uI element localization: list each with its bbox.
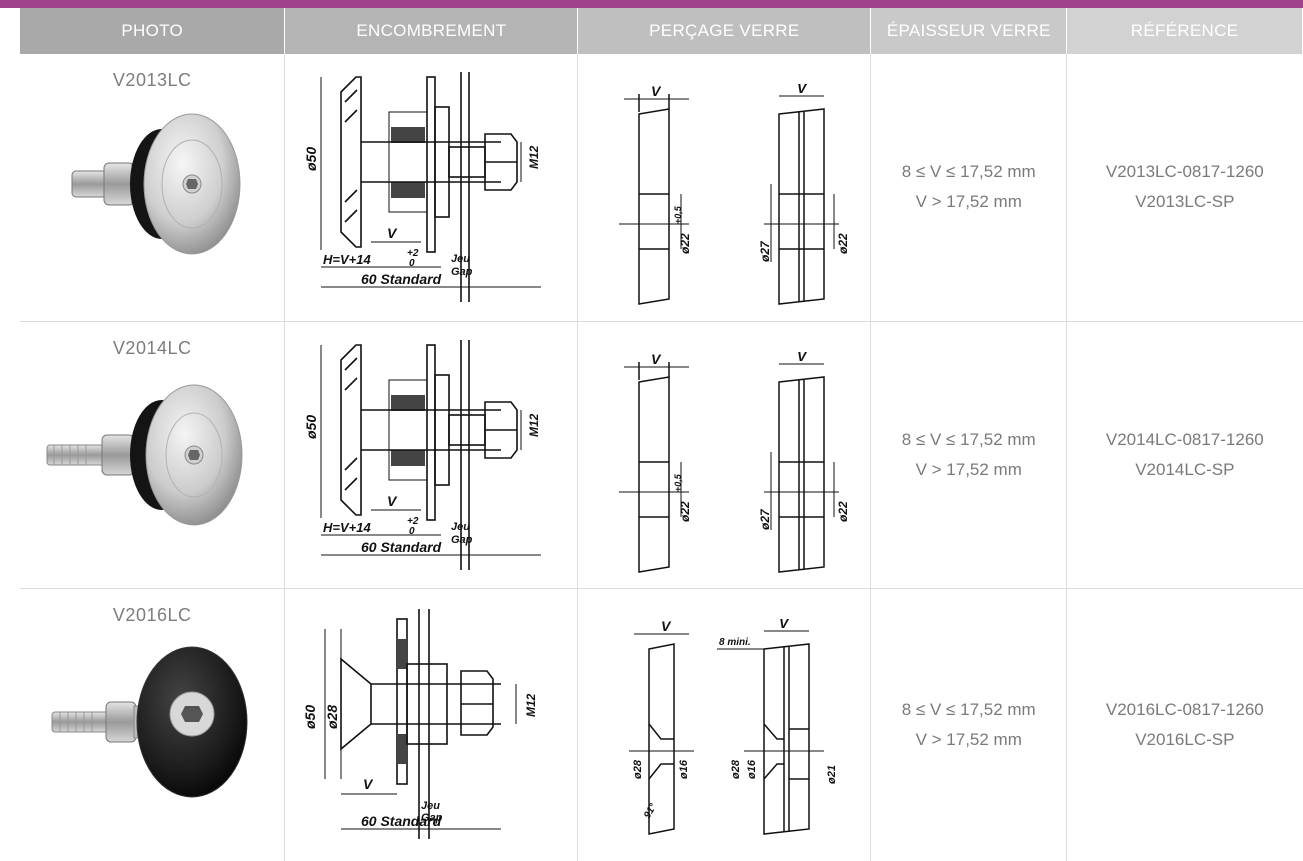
dim-h: H=V+14 <box>323 520 371 535</box>
thickness-over: V > 17,52 mm <box>915 192 1022 212</box>
reference-cell: V2014LC-0817-1260 V2014LC-SP <box>1066 321 1303 589</box>
thickness-range: 8 ≤ V ≤ 17,52 mm <box>901 162 1036 182</box>
drill-v: V <box>661 619 672 634</box>
drill-c: ø28 <box>730 759 742 779</box>
dim-thread: M12 <box>527 145 541 169</box>
thickness-cell: 8 ≤ V ≤ 17,52 mm V > 17,52 mm <box>870 588 1068 861</box>
header-row: PHOTO ENCOMBREMENT PERÇAGE VERRE ÉPAISSE… <box>20 8 1303 54</box>
drilling-drawing: V V ø22 +0,5 ø27 ø22 <box>619 84 850 305</box>
drill-v: V <box>651 84 662 99</box>
model-name: V2013LC <box>112 70 192 90</box>
drill-d3: ø22 <box>836 500 850 521</box>
product-photo <box>71 113 241 255</box>
drill-v-laminated: V <box>779 619 790 631</box>
reference-cell: V2016LC-0817-1260 V2016LC-SP <box>1067 588 1303 861</box>
percage-cell: V V ø22 +0,5 ø27 ø22 <box>577 54 872 322</box>
dim-v: V <box>363 776 374 792</box>
percage-cell: V V 8 mini. ø28 ø16 ø28 ø16 ø21 91° <box>577 588 872 861</box>
dim-tolerance-zero: 0 <box>409 526 415 537</box>
drill-d: ø16 <box>746 759 758 779</box>
reference-code: V2014LC-0817-1260 <box>1105 429 1264 449</box>
dim-diameter: ø50 <box>302 704 318 728</box>
product-photo <box>51 646 248 797</box>
left-margin <box>0 8 20 861</box>
drill-angle: 91° <box>642 801 660 820</box>
model-name: V2014LC <box>112 337 192 358</box>
reference-code-sp: V2014LC-SP <box>1135 459 1235 479</box>
dim-v: V <box>387 225 398 241</box>
reference-code-sp: V2016LC-SP <box>1135 729 1235 749</box>
photo-cell: V2013LC <box>20 54 286 322</box>
photo-cell: V2014LC <box>20 321 286 589</box>
drill-v-laminated: V <box>797 84 808 96</box>
drill-d2: ø27 <box>758 240 772 262</box>
drill-mini: 8 mini. <box>719 637 751 648</box>
dim-tolerance-zero: 0 <box>409 258 415 269</box>
table-row: V2014LC <box>20 321 1303 589</box>
dim-diameter: ø50 <box>303 147 319 171</box>
drill-tol-plus: +0,5 <box>673 473 683 492</box>
thickness-range: 8 ≤ V ≤ 17,52 mm <box>901 429 1036 449</box>
dim-gap: Gap <box>421 812 443 824</box>
dim-diameter-head: ø28 <box>324 704 340 728</box>
header-encombrement: ENCOMBREMENT <box>284 8 579 54</box>
drill-d2: ø27 <box>758 507 772 529</box>
drill-a: ø28 <box>632 759 644 779</box>
dimension-drawing: ø50 V H=V+14 +2 0 Jeu Gap 60 Standard M1… <box>303 339 542 570</box>
dim-tolerance: +2 <box>407 516 419 527</box>
dim-gap: Gap <box>451 534 473 546</box>
dim-standard: 60 Standard <box>361 539 442 555</box>
header-percage-verre: PERÇAGE VERRE <box>577 8 872 54</box>
drill-d1: ø22 <box>678 500 692 521</box>
thickness-cell: 8 ≤ V ≤ 17,52 mm V > 17,52 mm <box>870 54 1068 322</box>
dimension-drawing: ø50 ø28 V Jeu Gap 60 Standard M12 <box>302 608 538 839</box>
thickness-range: 8 ≤ V ≤ 17,52 mm <box>901 699 1036 719</box>
dim-diameter: ø50 <box>303 414 319 438</box>
reference-code: V2013LC-0817-1260 <box>1105 162 1264 182</box>
thickness-over: V > 17,52 mm <box>915 729 1022 749</box>
dim-v: V <box>387 493 398 509</box>
dim-jeu: Jeu <box>451 521 470 533</box>
model-name: V2016LC <box>112 604 192 625</box>
encombrement-cell: ø50 V H=V+14 +2 0 Jeu Gap 60 Standard M1… <box>284 321 579 589</box>
header-reference: RÉFÉRENCE <box>1066 8 1303 54</box>
dim-standard: 60 Standard <box>361 271 442 287</box>
table-row: V2016LC <box>20 588 1303 861</box>
drill-v-laminated: V <box>797 352 808 364</box>
drill-d1: ø22 <box>678 233 692 254</box>
thickness-cell: 8 ≤ V ≤ 17,52 mm V > 17,52 mm <box>870 321 1068 589</box>
dim-gap: Gap <box>451 266 473 278</box>
dimension-drawing: ø50 V H=V+14 +2 0 Jeu Gap 60 Standard M1… <box>303 72 542 302</box>
percage-cell: V V ø22 +0,5 ø27 ø22 <box>577 321 872 589</box>
reference-code: V2016LC-0817-1260 <box>1105 699 1264 719</box>
reference-code-sp: V2013LC-SP <box>1135 192 1235 212</box>
drilling-drawing: V V ø22 +0,5 ø27 ø22 <box>619 352 850 573</box>
header-photo: PHOTO <box>20 8 286 54</box>
drill-tol-plus: +0,5 <box>673 205 683 224</box>
drill-b: ø16 <box>678 759 690 779</box>
drill-e: ø21 <box>826 765 838 784</box>
dim-jeu: Jeu <box>451 253 470 265</box>
dim-jeu: Jeu <box>421 800 440 812</box>
drill-d3: ø22 <box>836 233 850 254</box>
header-epaisseur-verre: ÉPAISSEUR VERRE <box>870 8 1068 54</box>
reference-cell: V2013LC-0817-1260 V2013LC-SP <box>1066 54 1303 322</box>
dim-standard: 60 Standard <box>361 813 442 829</box>
product-spec-table: PHOTO ENCOMBREMENT PERÇAGE VERRE ÉPAISSE… <box>20 8 1303 861</box>
dim-thread: M12 <box>524 693 538 717</box>
drill-v: V <box>651 352 662 367</box>
photo-cell: V2016LC <box>20 588 286 861</box>
table-row: V2013LC <box>20 54 1303 322</box>
top-accent-bar <box>0 0 1303 8</box>
dim-h: H=V+14 <box>323 252 371 267</box>
product-photo <box>46 384 243 525</box>
dim-thread: M12 <box>527 413 541 437</box>
encombrement-cell: ø50 ø28 V Jeu Gap 60 Standard M12 <box>284 588 579 861</box>
dim-tolerance: +2 <box>407 248 419 259</box>
encombrement-cell: ø50 V H=V+14 +2 0 Jeu Gap 60 Standard M1… <box>284 54 579 322</box>
drilling-drawing: V V 8 mini. ø28 ø16 ø28 ø16 ø21 91° <box>629 619 838 835</box>
thickness-over: V > 17,52 mm <box>915 459 1022 479</box>
